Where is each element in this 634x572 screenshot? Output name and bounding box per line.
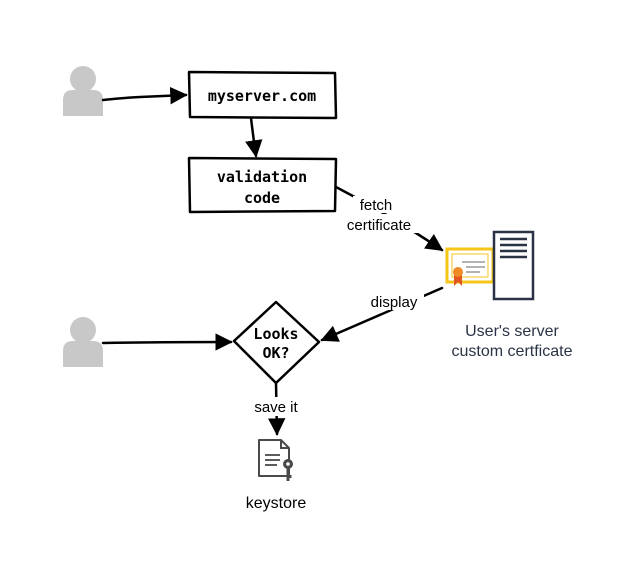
edge-label-display: display <box>371 294 418 311</box>
decision-node: Looks OK? <box>232 300 321 385</box>
edge-label-save: save it <box>254 399 298 416</box>
keystore-caption: keystore <box>246 495 307 512</box>
validation-label-line1: validation <box>217 168 307 186</box>
edge-cert-to-decision <box>320 286 444 342</box>
validation-label-line2: code <box>244 189 280 207</box>
user-icon-bottom <box>63 317 103 367</box>
server-name-label: myserver.com <box>208 87 316 105</box>
server-caption-line1: User's server <box>465 323 559 340</box>
server-name-node: myserver.com <box>187 70 338 120</box>
user-icon-top <box>63 66 103 116</box>
edge-server-to-validation <box>245 116 263 158</box>
server-caption-line2: custom certficate <box>452 343 573 360</box>
decision-label-line1: Looks <box>253 325 298 343</box>
edge-label-certificate: certificate <box>347 217 411 234</box>
edge-label-fetch: fetch <box>360 197 393 214</box>
edge-user-to-decision <box>101 333 233 351</box>
edge-user-to-server <box>101 86 188 105</box>
decision-label-line2: OK? <box>262 344 289 362</box>
key-document-icon <box>258 439 293 481</box>
edges <box>101 86 444 436</box>
certificate-icon <box>445 247 495 286</box>
server-icon <box>492 230 535 301</box>
validation-code-node: validation code <box>187 156 338 214</box>
